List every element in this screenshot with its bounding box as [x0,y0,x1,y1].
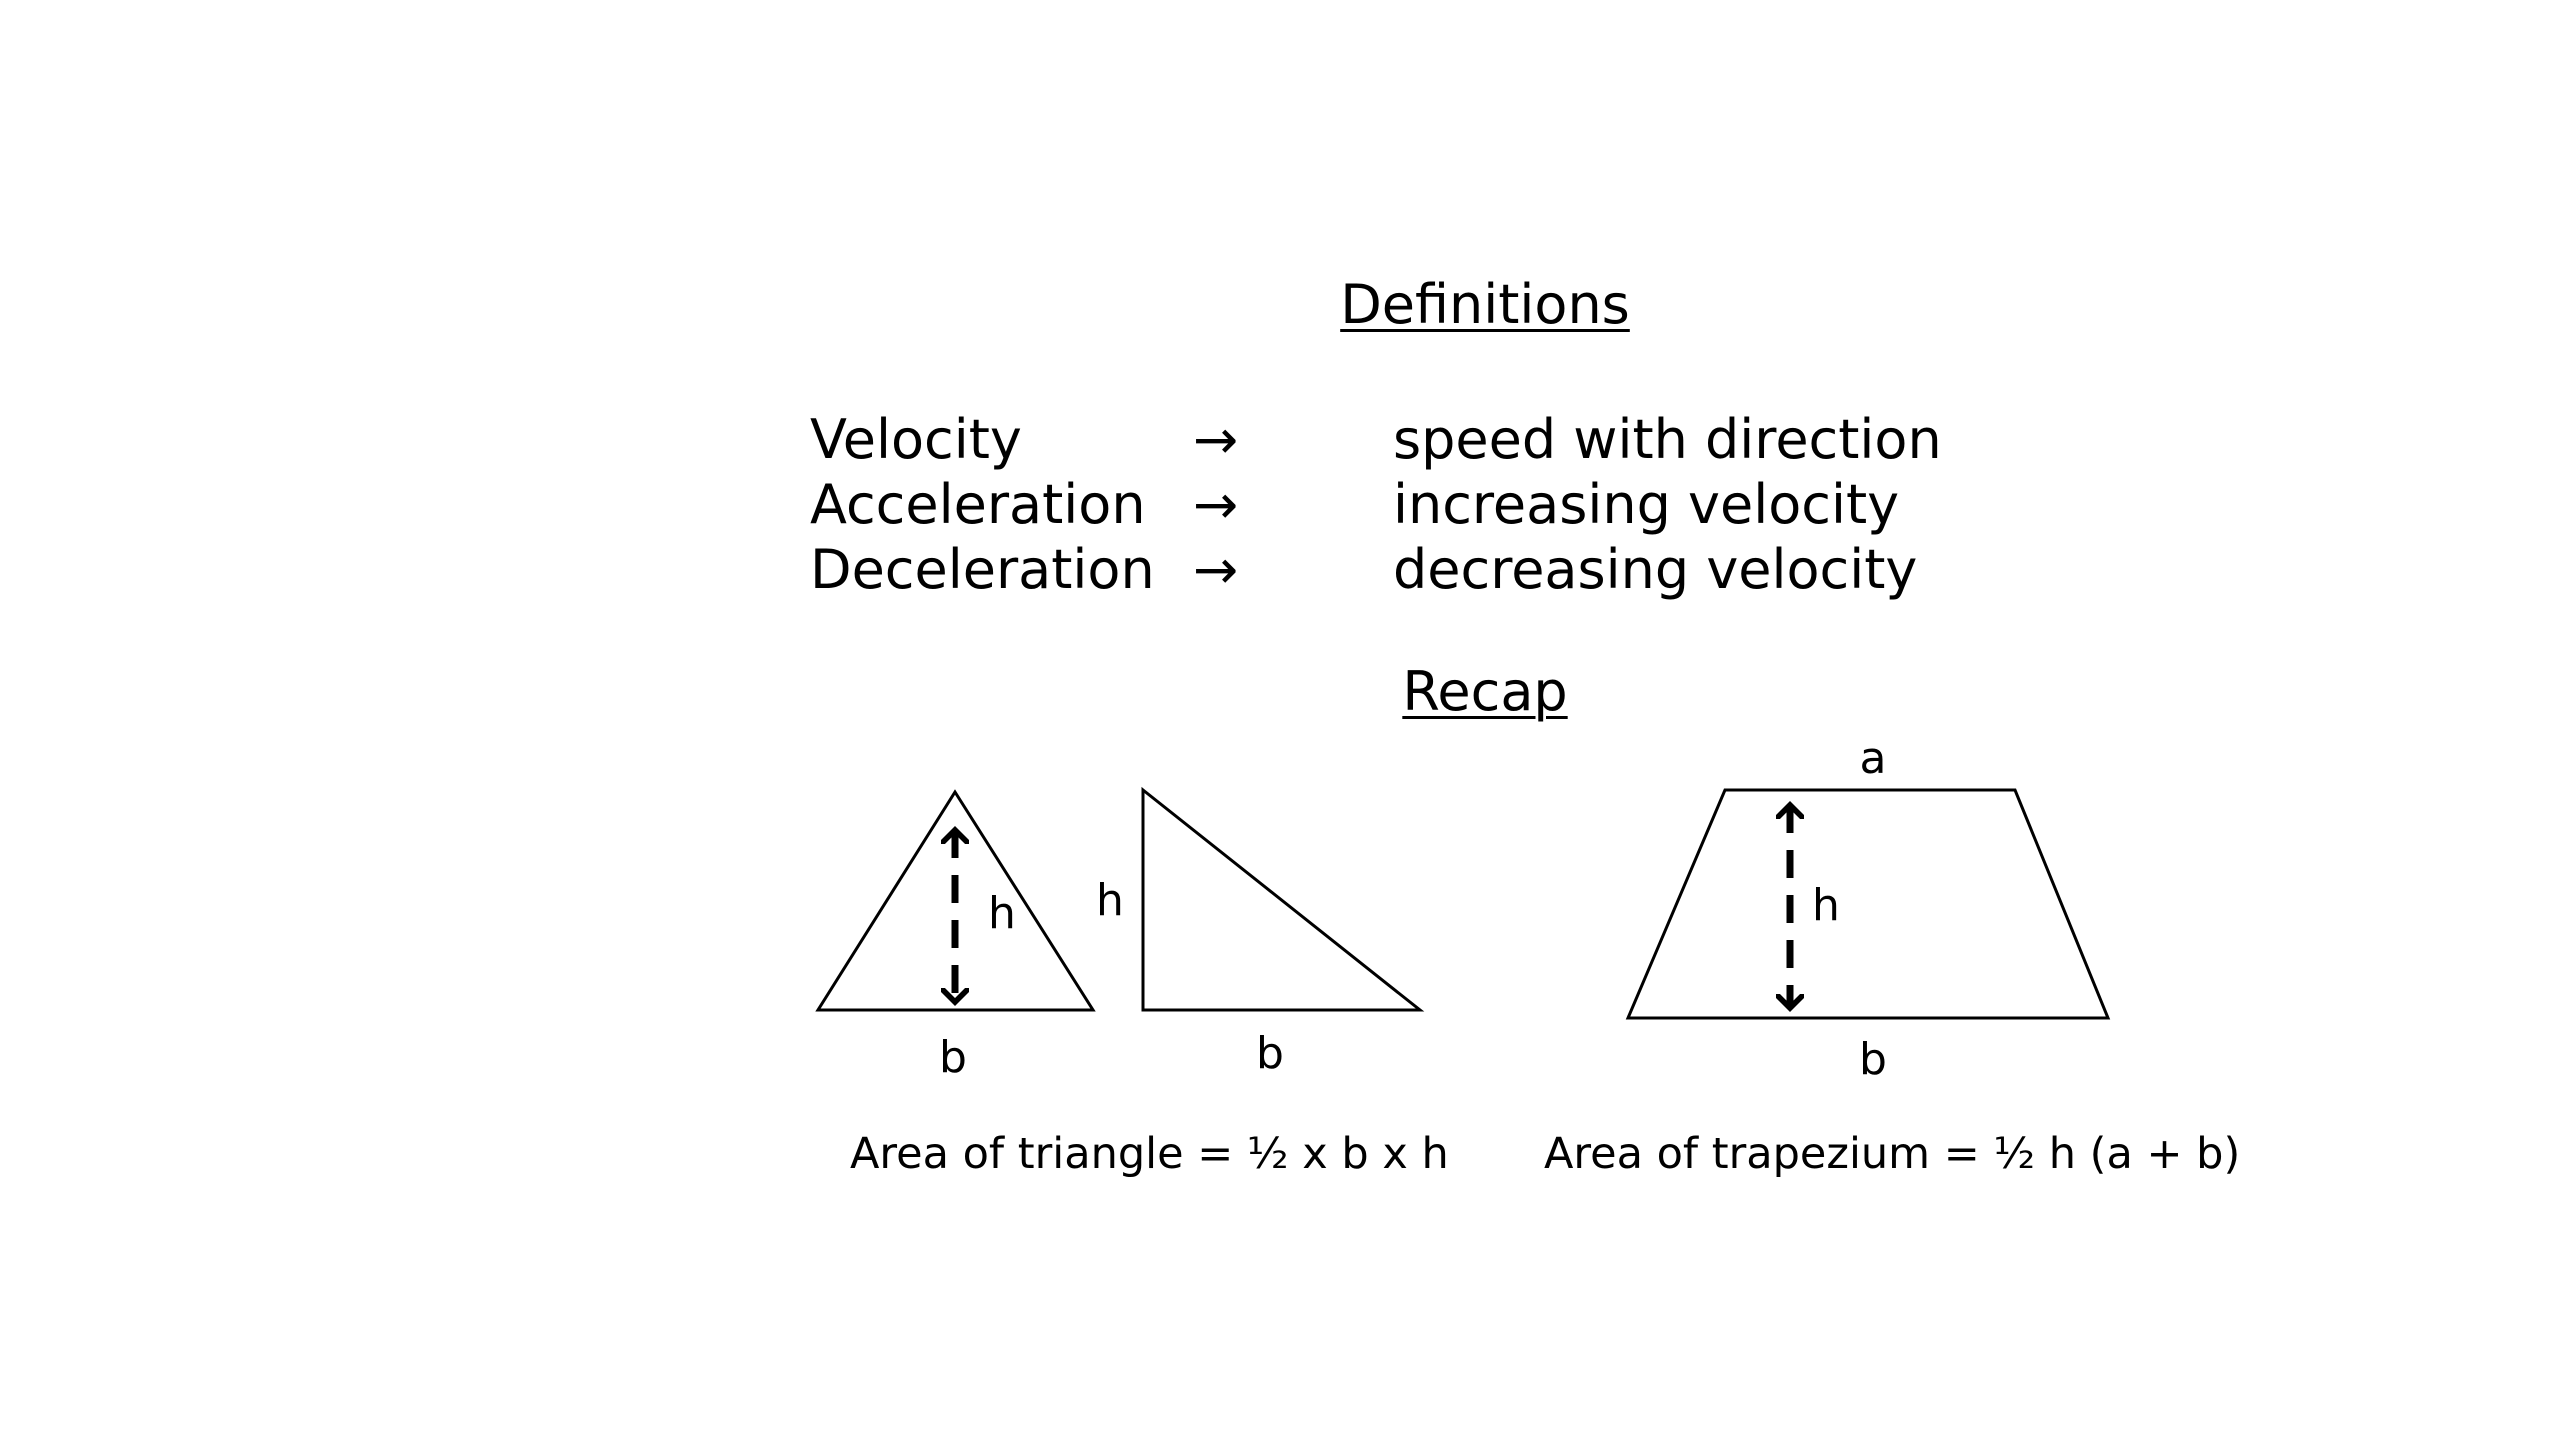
definitions-title: Definitions [1340,273,1630,336]
triangle-formula-prefix: Area of triangle = [850,1129,1247,1179]
definition-meaning: increasing velocity [1393,473,1900,536]
trapezium-height-label: h [1812,880,1840,931]
triangle-base-label: b [939,1032,967,1083]
trapezium: a h b [1625,733,2111,1085]
right-arrow-icon: → [1193,473,1239,536]
triangle-area-formula: Area of triangle = ½ x b x h [850,1129,1449,1179]
trapezium-formula-suffix: h (a + b) [2035,1129,2240,1179]
right-triangle-shape [1141,786,1425,1012]
definition-term: Deceleration [810,538,1155,601]
triangle-shape [815,789,1096,1012]
definition-meaning: decreasing velocity [1393,538,1918,601]
triangle-formula-suffix: x b x h [1289,1129,1449,1179]
right-arrow-icon: → [1193,538,1239,601]
trapezium-formula-half: ½ [1993,1129,2035,1179]
trapezium-shape [1625,788,2111,1020]
trapezium-formula-prefix: Area of trapezium = [1544,1129,1993,1179]
definition-term: Velocity [810,408,1022,471]
right-triangle-base-label: b [1256,1028,1284,1079]
recap-title: Recap [1402,660,1568,723]
right-triangle-height-label: h [1096,875,1124,926]
trapezium-area-formula: Area of trapezium = ½ h (a + b) [1544,1129,2240,1179]
triangle-formula-half: ½ [1247,1129,1289,1179]
trapezium-base-label: b [1859,1034,1887,1085]
trapezium-top-label: a [1860,733,1887,784]
definition-term: Acceleration [810,473,1146,536]
definition-meaning: speed with direction [1393,408,1942,471]
triangle-height-label: h [988,888,1016,939]
isosceles-triangle: h b [815,789,1096,1083]
right-arrow-icon: → [1193,408,1239,471]
right-triangle: h b [1096,786,1425,1079]
